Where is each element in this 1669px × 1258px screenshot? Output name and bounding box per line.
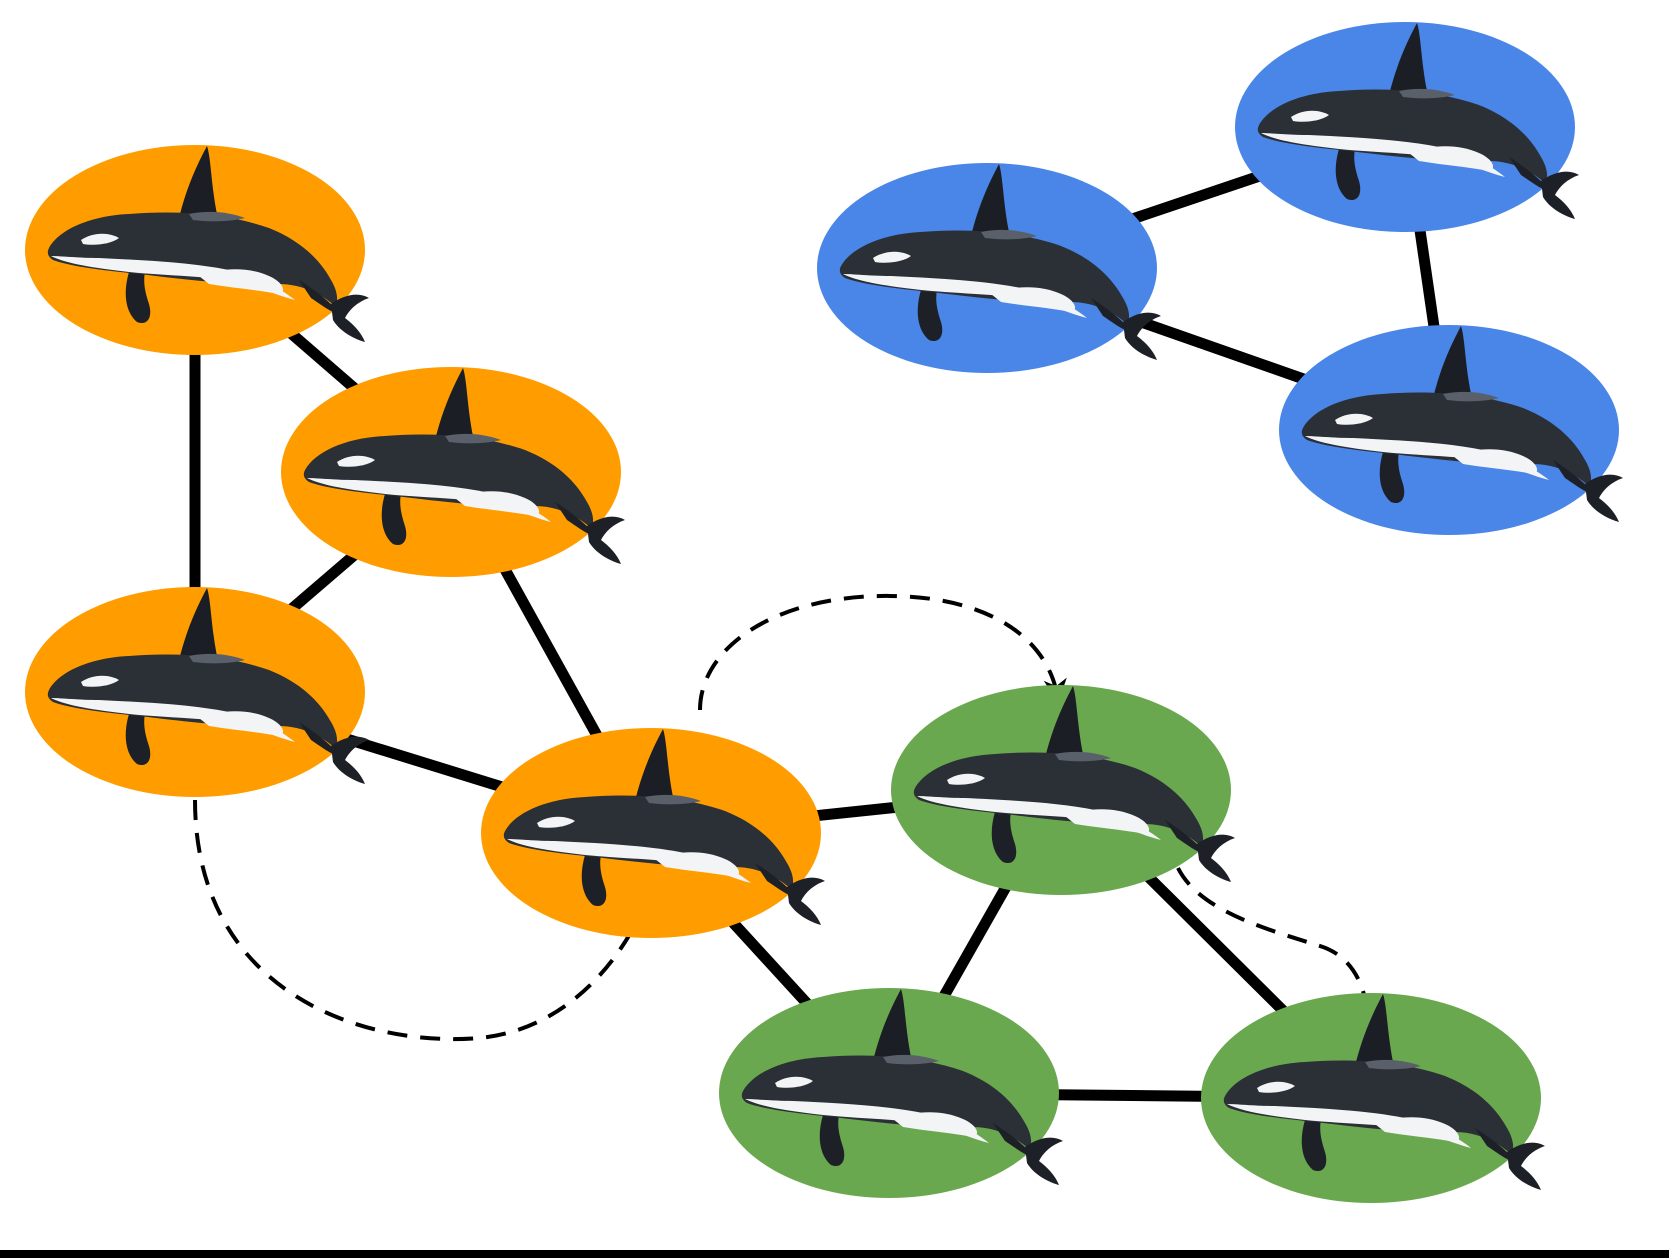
movement-arrow-g1-g3 xyxy=(1176,867,1379,1023)
node-b1 xyxy=(817,163,1161,373)
node-g1 xyxy=(891,685,1235,895)
movement-arrow-o3-o4 xyxy=(193,799,651,1042)
node-o3 xyxy=(25,587,370,797)
node-o2 xyxy=(281,367,625,577)
bottom-border xyxy=(0,1250,1669,1258)
node-g2 xyxy=(719,988,1063,1198)
node-b3 xyxy=(1279,325,1623,535)
node-g3 xyxy=(1201,993,1545,1203)
node-o4 xyxy=(481,728,825,938)
node-o1 xyxy=(25,145,370,355)
movement-arrow-o4-g1 xyxy=(698,593,1067,711)
nodes-layer xyxy=(25,22,1623,1203)
movement-arrows-layer xyxy=(193,593,1379,1042)
node-b2 xyxy=(1235,22,1579,232)
